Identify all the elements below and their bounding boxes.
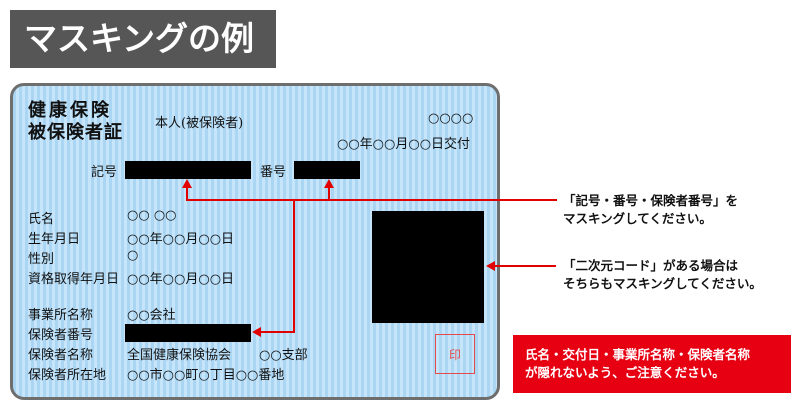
field-value-qualified: ○○年○○月○○日 bbox=[127, 272, 235, 287]
office-label: 事業所名称 bbox=[28, 308, 94, 323]
note2-line1: 「二次元コード」がある場合は bbox=[563, 258, 739, 273]
card-title-line2: 被保険者証 bbox=[28, 122, 123, 143]
field-label-name: 氏名 bbox=[28, 212, 55, 227]
field-value-birth: ○○年○○月○○日 bbox=[127, 232, 235, 247]
connector-kigo bbox=[186, 187, 188, 200]
circles-mark: ○○○○ bbox=[428, 111, 474, 126]
field-label-sex: 性別 bbox=[28, 252, 55, 267]
note1-line1: 「記号・番号・保険者番号」を bbox=[563, 193, 739, 208]
issue-date: ○○年○○月○○日交付 bbox=[337, 137, 471, 152]
office-value: ○○会社 bbox=[127, 308, 176, 323]
page-title: マスキングの例 bbox=[10, 10, 276, 68]
warning-box: 氏名・交付日・事業所名称・保険者名称 が隠れないよう、ご注意ください。 bbox=[513, 335, 791, 393]
arrow-left-icon bbox=[252, 327, 261, 337]
field-label-birth: 生年月日 bbox=[28, 232, 81, 247]
insurer-name-value: 全国健康保険協会 bbox=[127, 348, 232, 363]
connector-qr bbox=[494, 265, 556, 267]
note1-line2: マスキングしてください。 bbox=[563, 211, 712, 226]
insurer-name-label: 保険者名称 bbox=[28, 348, 94, 363]
arrow-left-icon bbox=[486, 261, 495, 271]
branch-value: ○○支部 bbox=[259, 348, 308, 363]
warning-line2: が隠れないよう、ご注意ください。 bbox=[525, 365, 725, 380]
connector-bango bbox=[328, 187, 330, 200]
address-label: 保険者所在地 bbox=[28, 368, 107, 383]
connector-vertical bbox=[293, 199, 295, 333]
insurer-number-mask bbox=[125, 324, 251, 342]
field-value-sex: ○ bbox=[127, 248, 139, 263]
arrow-up-icon bbox=[324, 179, 334, 188]
note-mask-qr: 「二次元コード」がある場合は そちらもマスキングしてください。 bbox=[563, 257, 762, 293]
bango-label: 番号 bbox=[260, 165, 287, 180]
connector-horizontal bbox=[186, 199, 557, 201]
warning-line1: 氏名・交付日・事業所名称・保険者名称 bbox=[525, 347, 751, 362]
bango-mask bbox=[294, 161, 360, 179]
field-label-qualified: 資格取得年月日 bbox=[28, 272, 120, 287]
connector-insurer bbox=[260, 331, 295, 333]
qr-code-mask bbox=[372, 211, 484, 323]
note2-line2: そちらもマスキングしてください。 bbox=[563, 276, 762, 291]
arrow-up-icon bbox=[182, 179, 192, 188]
kigo-mask bbox=[125, 161, 251, 179]
holder-label: 本人(被保険者) bbox=[155, 116, 244, 131]
seal-stamp: 印 bbox=[435, 334, 475, 374]
kigo-label: 記号 bbox=[91, 165, 118, 180]
field-value-name: ○○ ○○ bbox=[127, 208, 177, 223]
address-value: ○○市○○町○丁目○○番地 bbox=[127, 368, 285, 383]
card-title-line1: 健康保険 bbox=[28, 100, 112, 121]
insurer-number-label: 保険者番号 bbox=[28, 328, 94, 343]
note-mask-numbers: 「記号・番号・保険者番号」を マスキングしてください。 bbox=[563, 192, 738, 228]
